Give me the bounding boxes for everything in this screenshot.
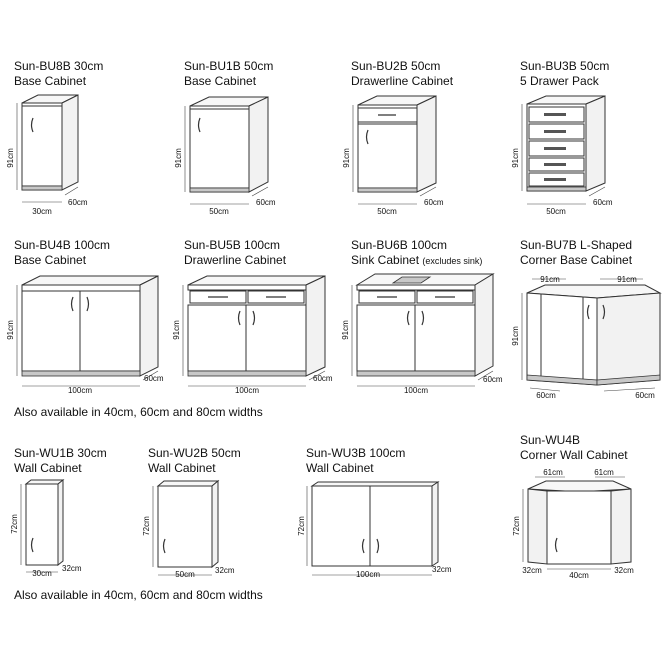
drawing-bu5b	[182, 275, 326, 387]
depth-label: 60cm	[424, 198, 444, 207]
cabinet-code: Sun-BU7B L-Shaped	[520, 238, 633, 252]
cabinet-code: Sun-BU6B 100cm	[351, 238, 448, 252]
cabinet-name: Sink Cabinet	[351, 253, 420, 267]
drawing-bu3b	[521, 95, 606, 205]
cabinet-code: Sun-WU3B 100cm	[306, 446, 406, 460]
cabinet-name: 5 Drawer Pack	[520, 74, 599, 88]
top-right-label: 61cm	[594, 468, 614, 477]
cabinet-title-bu5b: Sun-BU5B 100cm Drawerline Cabinet	[184, 238, 286, 268]
cabinet-title-wu3b: Sun-WU3B 100cm Wall Cabinet	[306, 446, 405, 476]
cabinet-code: Sun-WU2B 50cm	[148, 446, 241, 460]
cabinet-name: Wall Cabinet	[14, 461, 82, 475]
width-label: 30cm	[32, 569, 52, 578]
cabinet-title-bu1b: Sun-BU1B 50cm Base Cabinet	[184, 59, 273, 89]
cabinet-name: Wall Cabinet	[148, 461, 216, 475]
cabinet-title-wu4b: Sun-WU4B Corner Wall Cabinet	[520, 433, 628, 463]
cabinet-title-bu2b: Sun-BU2B 50cm Drawerline Cabinet	[351, 59, 453, 89]
drawing-wu3b	[306, 481, 440, 576]
cabinet-title-wu1b: Sun-WU1B 30cm Wall Cabinet	[14, 446, 107, 476]
width-label: 40cm	[569, 571, 589, 580]
width-label: 100cm	[356, 570, 380, 579]
top-left-label: 61cm	[543, 468, 563, 477]
height-label: 91cm	[6, 148, 15, 168]
depth-right-label: 60cm	[635, 391, 655, 400]
width-label: 50cm	[546, 207, 566, 216]
cabinet-name-note: (excludes sink)	[422, 256, 483, 266]
depth-left-label: 60cm	[536, 391, 556, 400]
depth-label: 32cm	[62, 564, 82, 573]
cabinet-title-bu6b: Sun-BU6B 100cm Sink Cabinet (excludes si…	[351, 238, 482, 269]
wall-availability-note: Also available in 40cm, 60cm and 80cm wi…	[14, 588, 263, 602]
cabinet-code: Sun-WU1B 30cm	[14, 446, 107, 460]
top-left-label: 91cm	[540, 275, 560, 284]
cabinet-code: Sun-BU1B 50cm	[184, 59, 274, 73]
width-label: 50cm	[209, 207, 229, 216]
cabinet-name: Wall Cabinet	[306, 461, 374, 475]
depth-right-label: 32cm	[614, 566, 634, 575]
drawing-bu6b	[351, 273, 495, 387]
height-label: 91cm	[342, 148, 351, 168]
depth-label: 60cm	[256, 198, 276, 207]
height-label: 72cm	[512, 516, 521, 536]
cabinet-title-wu2b: Sun-WU2B 50cm Wall Cabinet	[148, 446, 241, 476]
cabinet-code: Sun-BU2B 50cm	[351, 59, 441, 73]
cabinet-code: Sun-BU5B 100cm	[184, 238, 281, 252]
width-label: 30cm	[32, 207, 52, 216]
cabinet-title-bu8b: Sun-BU8B 30cm Base Cabinet	[14, 59, 103, 89]
height-label: 91cm	[172, 320, 181, 340]
cabinet-name: Drawerline Cabinet	[351, 74, 454, 88]
drawing-bu8b	[16, 94, 79, 203]
height-label: 72cm	[10, 514, 19, 534]
drawing-bu7b	[521, 278, 662, 392]
top-right-label: 91cm	[617, 275, 637, 284]
depth-label: 60cm	[144, 374, 164, 383]
height-label: 91cm	[341, 320, 350, 340]
cabinet-title-bu4b: Sun-BU4B 100cm Base Cabinet	[14, 238, 110, 268]
height-label: 91cm	[511, 148, 520, 168]
cabinet-name: Base Cabinet	[184, 74, 257, 88]
cabinet-code: Sun-WU4B	[520, 433, 581, 447]
base-availability-note: Also available in 40cm, 60cm and 80cm wi…	[14, 405, 263, 419]
drawing-wu1b	[20, 478, 65, 573]
cabinet-name: Corner Base Cabinet	[520, 253, 633, 267]
height-label: 72cm	[142, 516, 151, 536]
cabinet-code: Sun-BU4B 100cm	[14, 238, 111, 252]
cabinet-name: Drawerline Cabinet	[184, 253, 287, 267]
drawing-bu1b	[184, 96, 269, 205]
depth-label: 60cm	[593, 198, 613, 207]
width-label: 50cm	[377, 207, 397, 216]
cabinet-name: Base Cabinet	[14, 74, 87, 88]
depth-label: 60cm	[483, 375, 503, 384]
drawing-wu2b	[152, 479, 220, 576]
depth-label: 32cm	[432, 565, 452, 574]
depth-label: 60cm	[68, 198, 88, 207]
depth-label: 60cm	[313, 374, 333, 383]
width-label: 100cm	[235, 386, 259, 395]
cabinet-name: Corner Wall Cabinet	[520, 448, 628, 462]
cabinet-code: Sun-BU3B 50cm	[520, 59, 610, 73]
height-label: 91cm	[6, 320, 15, 340]
height-label: 72cm	[297, 516, 306, 536]
depth-left-label: 32cm	[522, 566, 542, 575]
drawing-wu4b	[522, 476, 632, 570]
drawing-bu4b	[16, 275, 159, 387]
height-label: 91cm	[511, 326, 520, 346]
cabinet-title-bu7b: Sun-BU7B L-Shaped Corner Base Cabinet	[520, 238, 632, 268]
width-label: 100cm	[68, 386, 92, 395]
width-label: 50cm	[175, 570, 195, 579]
cabinet-code: Sun-BU8B 30cm	[14, 59, 104, 73]
width-label: 100cm	[404, 386, 428, 395]
cabinet-title-bu3b: Sun-BU3B 50cm 5 Drawer Pack	[520, 59, 609, 89]
drawing-bu2b	[352, 95, 437, 205]
depth-label: 32cm	[215, 566, 235, 575]
cabinet-name: Base Cabinet	[14, 253, 87, 267]
height-label: 91cm	[174, 148, 183, 168]
